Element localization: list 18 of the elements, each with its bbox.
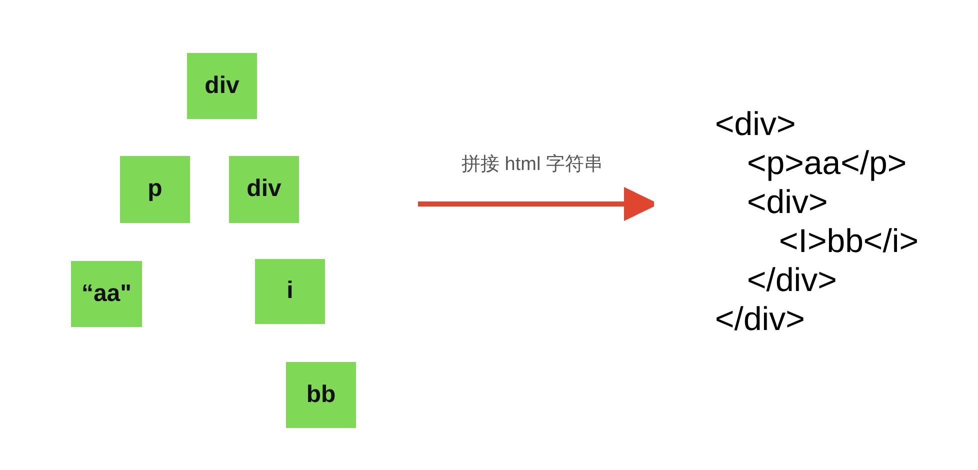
code-line: <div>: [747, 182, 828, 221]
code-line: <I>bb</i>: [779, 221, 918, 260]
element-box: [229, 156, 299, 223]
element-box: [286, 362, 356, 428]
node-label: i: [286, 278, 294, 305]
code-line: <p>aa</p>: [747, 143, 907, 182]
node-label: “aa": [81, 280, 132, 308]
node-label: div: [204, 72, 240, 100]
element-box: [120, 156, 190, 223]
node-label: p: [148, 176, 162, 203]
node-label: bb: [306, 382, 336, 408]
node-label: div: [246, 176, 282, 203]
element-box: [71, 261, 142, 327]
code-line: <div>: [715, 104, 796, 143]
code-line: </div>: [747, 260, 837, 299]
element-box: [187, 53, 257, 119]
code-line: </div>: [715, 299, 805, 338]
element-box: [255, 259, 325, 324]
